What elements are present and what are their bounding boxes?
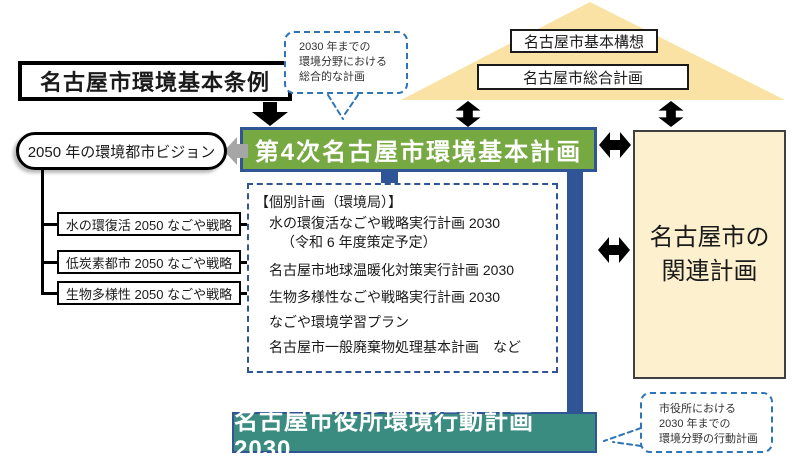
related-plans-line: 関連計画 xyxy=(661,257,758,285)
plan-item-learning: なごや環境学習プラン xyxy=(269,314,409,330)
main-plan-box: 第4次名古屋市環境基本計画 xyxy=(240,127,597,172)
individual-plans-box: 【個別計画（環境局）】 水の環復活なごや戦略実行計画 2030 （令和 6 年度… xyxy=(247,183,558,373)
double-arrow-vertical-icon xyxy=(658,101,684,127)
plan-item-biodiversity: 生物多様性なごや戦略実行計画 2030 xyxy=(269,289,501,305)
bottom-note-line: 環境分野の行動計画 xyxy=(659,433,758,445)
plan-item-waste: 名古屋市一般廃棄物処理基本計画 など xyxy=(269,339,521,355)
comprehensive-plan-box: 名古屋市総合計画 xyxy=(477,64,689,90)
tree-connector-line xyxy=(41,292,58,295)
bottom-note-line: 2030 年までの xyxy=(659,418,731,430)
bubble-tail-icon xyxy=(603,427,642,447)
top-note-line: 環境分野における xyxy=(299,56,387,68)
plan-item-water-note: （令和 6 年度策定予定） xyxy=(281,234,437,250)
tree-connector-line xyxy=(41,223,58,226)
bottom-note-line: 市役所における xyxy=(659,403,736,415)
bottom-note-bubble: 市役所における 2030 年までの 環境分野の行動計画 xyxy=(640,392,773,453)
blue-connector-bar xyxy=(567,171,583,413)
tree-connector-line xyxy=(41,261,58,264)
strategy-box-water: 水の環復活 2050 なごや戦略 xyxy=(57,212,241,236)
double-arrow-horizontal-icon xyxy=(599,132,631,158)
action-plan-box: 名古屋市役所環境行動計画 2030 xyxy=(232,408,597,463)
individual-plans-header: 【個別計画（環境局）】 xyxy=(255,194,402,210)
down-arrow-icon xyxy=(252,102,288,126)
top-note-line: 2030 年までの xyxy=(299,41,371,53)
strategy-box-lowcarbon: 低炭素都市 2050 なごや戦略 xyxy=(57,250,241,274)
plan-item-warming: 名古屋市地球温暖化対策実行計画 2030 xyxy=(269,262,515,278)
basic-concept-box: 名古屋市基本構想 xyxy=(510,29,658,53)
plan-item-water: 水の環復活なごや戦略実行計画 2030 xyxy=(269,215,501,231)
double-arrow-vertical-icon xyxy=(455,101,481,127)
vision-oval: 2050 年の環境都市ビジョン xyxy=(16,132,227,170)
double-arrow-horizontal-icon xyxy=(598,237,630,263)
bubble-tail-icon xyxy=(327,94,359,120)
top-note-bubble: 2030 年までの 環境分野における 総合的な計画 xyxy=(284,31,408,94)
related-plans-box: 名古屋市の 関連計画 xyxy=(633,130,786,379)
top-note-line: 総合的な計画 xyxy=(299,71,365,83)
related-plans-line: 名古屋市の xyxy=(649,223,770,251)
ordinance-box: 名古屋市環境基本条例 xyxy=(18,61,292,101)
tree-connector-line xyxy=(41,169,44,295)
left-arrow-icon xyxy=(224,137,248,165)
strategy-box-biodiversity: 生物多様性 2050 なごや戦略 xyxy=(57,281,241,305)
blue-connector-tab xyxy=(381,170,398,185)
